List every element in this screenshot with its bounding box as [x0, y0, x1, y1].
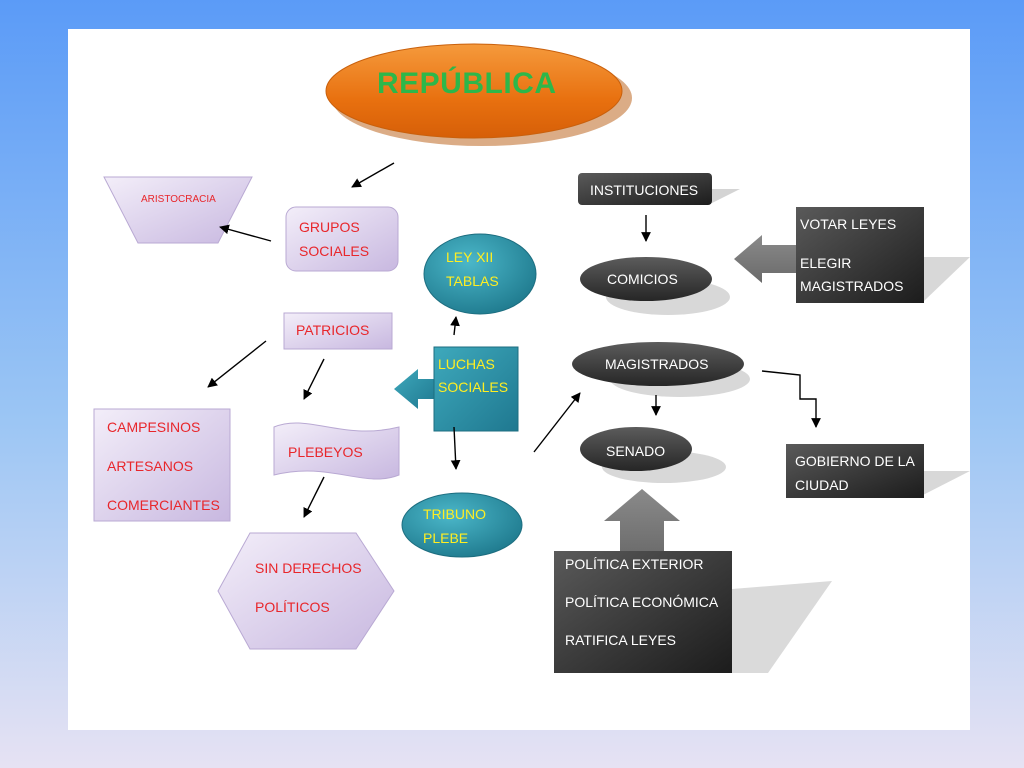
tribuno-label-2: PLEBE — [423, 530, 469, 546]
elegir-label: ELEGIR — [800, 255, 852, 271]
campesinos-shape — [93, 408, 231, 522]
votar-leyes-label: VOTAR LEYES — [800, 216, 897, 232]
connector-arrows — [207, 162, 821, 518]
aristocracia-shape — [103, 176, 253, 244]
luchas-sociales-shape — [394, 346, 519, 432]
plebeyos-shape — [273, 422, 400, 480]
campesinos-label: CAMPESINOS — [107, 419, 201, 435]
title-oval — [325, 43, 632, 146]
votar-leyes-shape — [734, 207, 970, 303]
politica-exterior-label: POLÍTICA EXTERIOR — [565, 556, 704, 572]
gobierno-label-1: GOBIERNO DE LA — [795, 453, 915, 469]
sin-derechos-label-2: POLÍTICOS — [255, 599, 330, 615]
ley-xii-shape — [423, 233, 537, 315]
comerciantes-label: COMERCIANTES — [107, 497, 220, 513]
patricios-shape — [283, 312, 393, 350]
instituciones-label: INSTITUCIONES — [590, 182, 699, 198]
ley-xii-label-1: LEY XII — [446, 249, 494, 265]
comicios-label: COMICIOS — [607, 271, 678, 287]
ratifica-leyes-label: RATIFICA LEYES — [565, 632, 676, 648]
aristocracia-label: ARISTOCRACIA — [141, 194, 216, 205]
slide: REPÚBLICA ARISTOCRACIA GRUPOS SOCIALES P… — [68, 29, 970, 730]
grupos-label-2: SOCIALES — [299, 243, 370, 259]
instituciones-shape — [578, 173, 740, 205]
luchas-label-1: LUCHAS — [438, 356, 495, 372]
comicios-shape — [580, 257, 730, 315]
patricios-label: PATRICIOS — [296, 322, 370, 338]
magistrados-shape — [572, 342, 750, 397]
politica-economica-label: POLÍTICA ECONÓMICA — [565, 594, 719, 610]
sin-derechos-shape — [217, 532, 395, 650]
luchas-label-2: SOCIALES — [438, 379, 509, 395]
plebeyos-label: PLEBEYOS — [288, 444, 363, 460]
gobierno-label-2: CIUDAD — [795, 477, 849, 493]
ley-xii-label-2: TABLAS — [446, 273, 499, 289]
magistrados-elegir-label: MAGISTRADOS — [800, 278, 904, 294]
gobierno-shape — [786, 444, 970, 498]
diagram-title: REPÚBLICA — [377, 67, 557, 100]
sin-derechos-label-1: SIN DERECHOS — [255, 560, 362, 576]
grupos-sociales-shape — [285, 206, 399, 272]
politica-shape — [554, 551, 832, 673]
grupos-label-1: GRUPOS — [299, 219, 360, 235]
magistrados-label: MAGISTRADOS — [605, 356, 709, 372]
concept-map — [93, 43, 970, 673]
tribuno-label-1: TRIBUNO — [423, 506, 486, 522]
up-arrow-to-senado — [604, 489, 680, 559]
senado-label: SENADO — [606, 443, 666, 459]
artesanos-label: ARTESANOS — [107, 458, 194, 474]
tribuno-plebe-shape — [401, 492, 523, 558]
senado-shape — [580, 427, 726, 483]
